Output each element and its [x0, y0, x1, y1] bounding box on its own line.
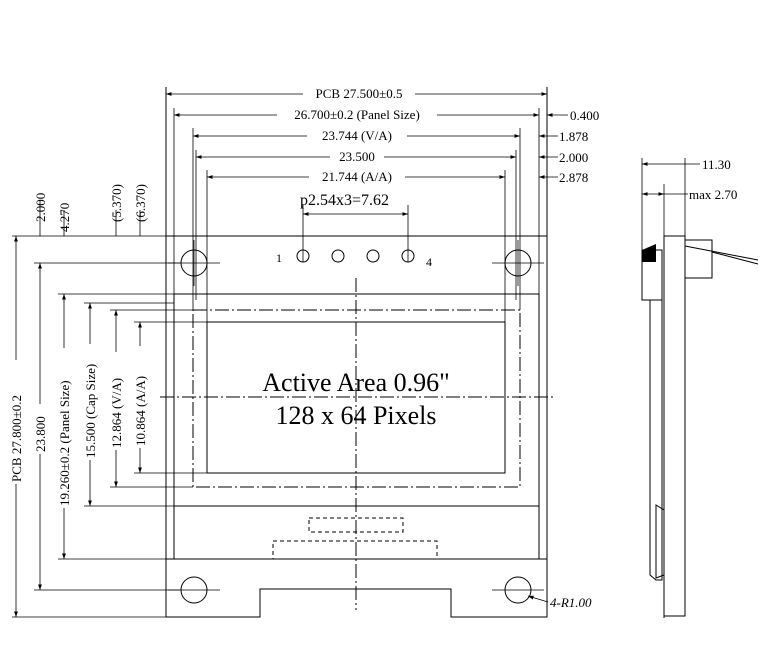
dim-offset-2000: 2.000	[559, 150, 588, 165]
dim-va-width: 23.744 (V/A)	[322, 128, 392, 143]
header-pins: 1 4 p2.54x3=7.62	[276, 192, 432, 269]
pin-last-label: 4	[426, 255, 432, 269]
dim-aa-width: 21.744 (A/A)	[322, 169, 392, 184]
mounting-holes	[168, 240, 544, 604]
pin-first-label: 1	[276, 251, 282, 265]
left-dimensions: 2.000 4.270 (5.370) (6.370) PCB 27.800±0…	[9, 184, 207, 618]
dim-va-height: 12.864 (V/A)	[109, 378, 124, 448]
dim-cap-height: 15.500 (Cap Size)	[83, 364, 98, 458]
dim-pcb-height: PCB 27.800±0.2	[9, 395, 24, 482]
dim-pcb-width: PCB 27.500±0.5	[316, 86, 403, 101]
dim-height-23800: 23.800	[33, 416, 48, 452]
dim-left-6370: (6.370)	[133, 184, 148, 222]
active-area-pixels: 128 x 64 Pixels	[275, 401, 436, 430]
dim-offset-0400: 0.400	[570, 108, 599, 123]
dim-side-thickness: 11.30	[702, 157, 731, 172]
pin-3	[366, 249, 380, 263]
center-lines	[160, 278, 553, 610]
dim-side-max: max 2.70	[689, 187, 737, 202]
dim-offset-2878: 2.878	[559, 170, 588, 185]
dim-left-4270: 4.270	[57, 203, 72, 232]
dim-hole-radius: 4-R1.00	[550, 595, 592, 610]
dim-width-23500: 23.500	[339, 149, 375, 164]
pin-pitch-label: p2.54x3=7.62	[300, 192, 389, 209]
dim-offset-1878: 1.878	[559, 129, 588, 144]
dim-left-2000: 2.000	[33, 193, 48, 222]
fpc-area	[272, 517, 438, 560]
dim-left-5370: (5.370)	[109, 184, 124, 222]
active-area-title: Active Area 0.96"	[262, 368, 450, 397]
top-dimensions: PCB 27.500±0.5 26.700±0.2 (Panel Size) 2…	[166, 86, 599, 322]
pin-2	[331, 249, 345, 263]
dim-panel-height: 19.260±0.2 (Panel Size)	[57, 380, 72, 506]
dim-panel-width: 26.700±0.2 (Panel Size)	[294, 107, 420, 122]
dim-aa-height: 10.864 (A/A)	[133, 376, 148, 446]
hole-radius-callout: 4-R1.00	[527, 595, 592, 610]
side-view: 11.30 max 2.70	[641, 157, 759, 618]
